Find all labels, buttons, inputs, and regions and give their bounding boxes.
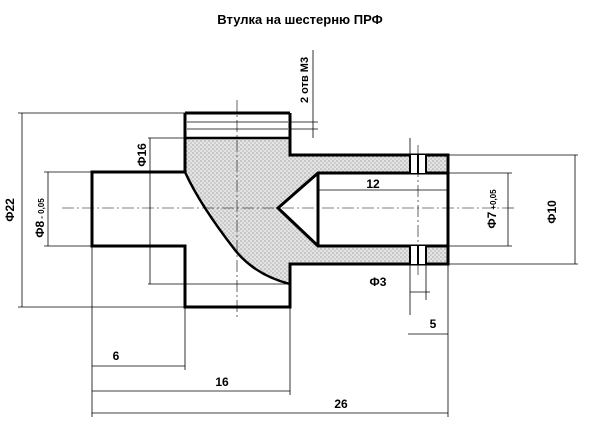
- drawing-title: Втулка на шестерню ПРФ: [217, 12, 382, 27]
- dim-len5: 5: [430, 317, 437, 331]
- dim-len26: 26: [334, 397, 348, 411]
- dim-len6: 6: [113, 349, 120, 363]
- thread-hole-band: [185, 113, 290, 138]
- note-holes: 2 отв М3: [299, 57, 311, 103]
- dim-d16: Ф16: [135, 143, 149, 167]
- dim-len16: 16: [215, 375, 229, 389]
- dim-d22: Ф22: [3, 198, 17, 222]
- dim-d8: Ф8- 0,05: [33, 198, 47, 238]
- dim-d3: Ф3: [370, 275, 387, 289]
- dim-d7: Ф7+0,05: [485, 189, 499, 229]
- channel-curve: [183, 171, 291, 286]
- dim-d10: Ф10: [545, 200, 559, 224]
- dim-len12: 12: [366, 177, 380, 191]
